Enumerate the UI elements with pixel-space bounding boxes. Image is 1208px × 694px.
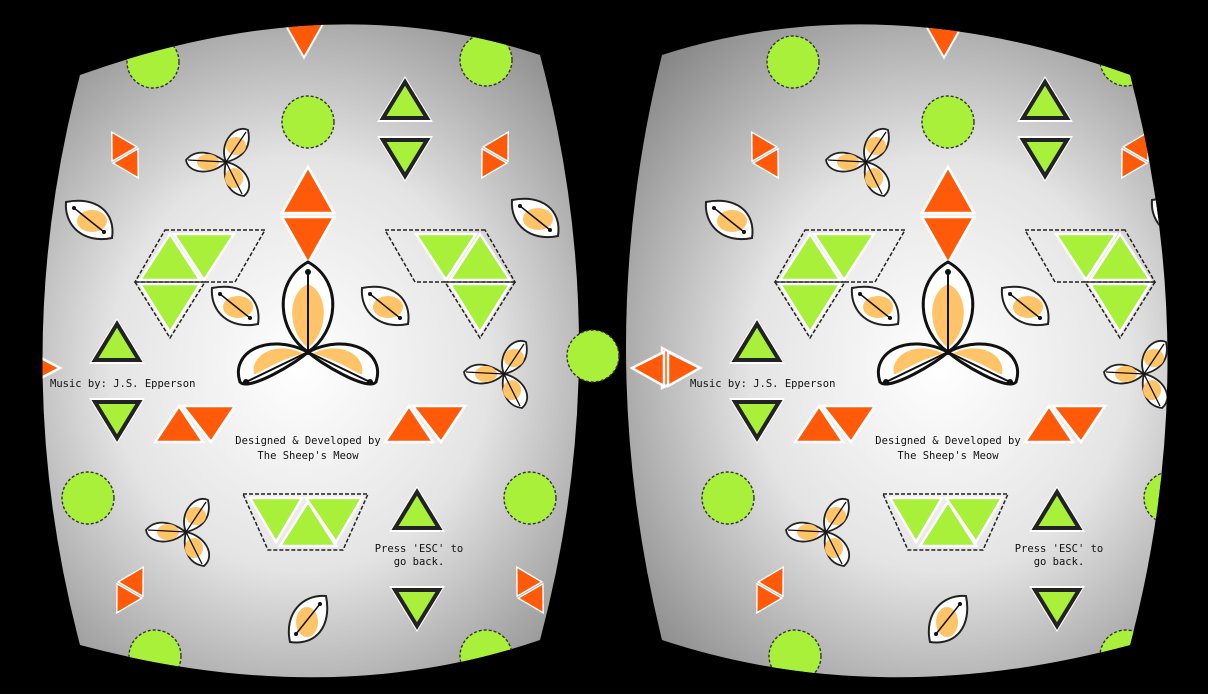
designed-credit-line1: Designed & Developed by [235, 435, 380, 447]
esc-hint-line1-right: Press 'ESC' to [1015, 543, 1104, 555]
designed-credit-line2-right: The Sheep's Meow [897, 450, 999, 462]
left-eye-view: Music by: J.S. Epperson Designed & Devel… [0, 0, 640, 694]
designed-credit-line1-right: Designed & Developed by [875, 435, 1020, 447]
designed-credit-line2: The Sheep's Meow [257, 450, 359, 462]
esc-hint-line1: Press 'ESC' to [375, 543, 464, 555]
center-orange-arrows-icon [629, 349, 703, 389]
esc-hint-line2: go back. [394, 556, 445, 568]
esc-hint-line2-right: go back. [1034, 556, 1085, 568]
music-credit-right: Music by: J.S. Epperson [690, 378, 835, 390]
right-eye-view: Music by: J.S. Epperson Designed & Devel… [600, 0, 1208, 694]
center-lime-circle-icon [566, 329, 620, 383]
music-credit: Music by: J.S. Epperson [50, 378, 195, 390]
